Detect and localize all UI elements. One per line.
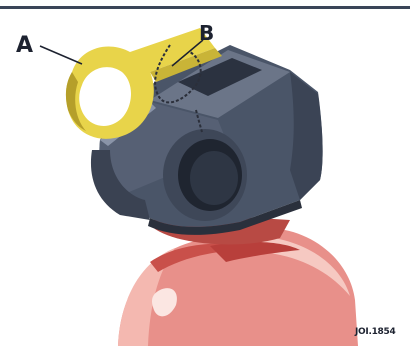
- figure-code: JOI.1854: [355, 327, 395, 337]
- leader-line-a: [40, 46, 82, 64]
- callout-b: B: [199, 23, 214, 43]
- cylinder: [118, 228, 358, 346]
- callout-a: A: [16, 35, 33, 57]
